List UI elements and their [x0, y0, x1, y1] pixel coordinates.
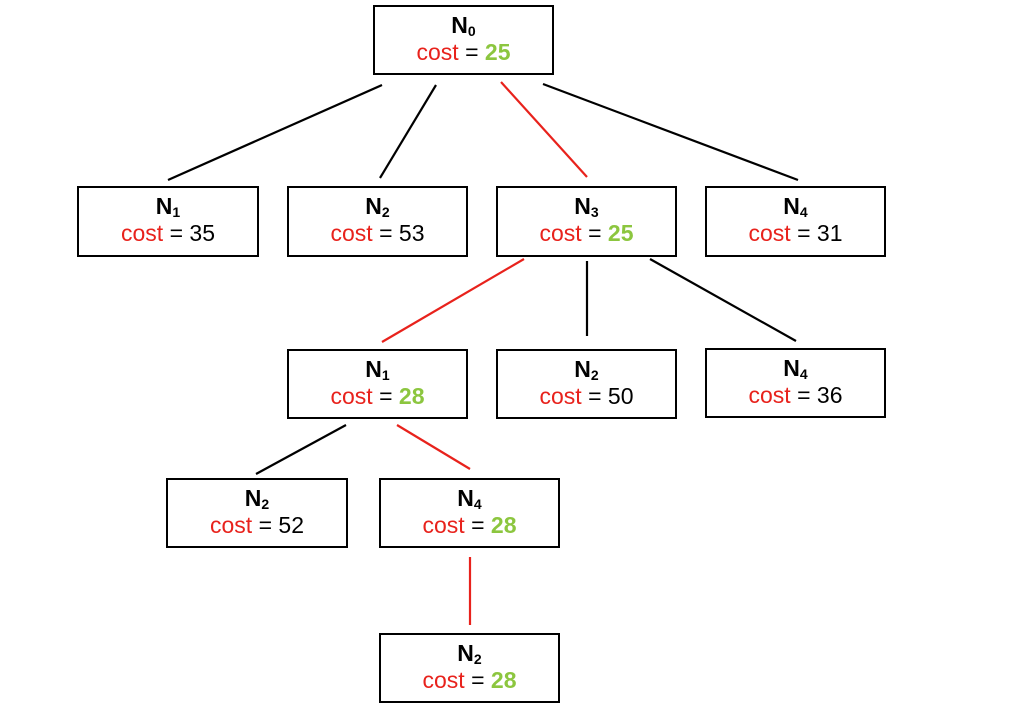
node-name: N2 — [244, 485, 270, 512]
cost-line: cost = 52 — [210, 512, 304, 538]
node-name: N4 — [783, 355, 808, 382]
cost-line: cost = 35 — [121, 220, 215, 246]
cost-value: 36 — [816, 382, 843, 408]
edge-n1-n4 — [396, 424, 471, 470]
node-l1-n3: N3 cost = 25 — [496, 186, 677, 257]
cost-line: cost = 50 — [539, 383, 634, 409]
node-l2-n2: N2 cost = 50 — [496, 349, 677, 419]
cost-value: 25 — [607, 220, 634, 246]
node-l1-n2: N2 cost = 53 — [287, 186, 468, 257]
edge-root-n2 — [379, 84, 437, 179]
cost-value: 28 — [398, 383, 425, 409]
node-name: N2 — [457, 640, 482, 667]
cost-value: 53 — [398, 220, 425, 246]
node-l3-n2: N2 cost = 52 — [166, 478, 348, 548]
cost-line: cost = 25 — [416, 39, 511, 65]
cost-line: cost = 25 — [539, 220, 634, 246]
node-name: N0 — [451, 12, 476, 39]
node-l2-n1: N1 cost = 28 — [287, 349, 468, 419]
cost-value: 50 — [607, 383, 634, 409]
node-name: N3 — [574, 193, 599, 220]
node-name: N2 — [574, 356, 599, 383]
node-name: N4 — [783, 193, 808, 220]
edge-root-n1 — [167, 83, 383, 182]
node-name: N4 — [457, 485, 482, 512]
cost-line: cost = 36 — [748, 382, 843, 408]
node-l3-n4: N4 cost = 28 — [379, 478, 560, 548]
node-name: N1 — [365, 356, 390, 383]
cost-value: 52 — [278, 512, 304, 538]
node-l4-n2: N2 cost = 28 — [379, 633, 560, 703]
edge-n3-n1 — [381, 258, 525, 343]
edge-root-n3 — [500, 81, 588, 178]
cost-line: cost = 28 — [330, 383, 425, 409]
edge-n3-n4 — [649, 258, 797, 342]
cost-line: cost = 28 — [422, 512, 517, 538]
edge-root-n4 — [542, 82, 799, 182]
cost-value: 31 — [816, 220, 843, 246]
node-name: N2 — [365, 193, 390, 220]
node-l1-n1: N1 cost = 35 — [77, 186, 259, 257]
edge-n1-n2 — [255, 424, 347, 475]
cost-line: cost = 31 — [748, 220, 843, 246]
cost-value: 25 — [484, 39, 511, 65]
cost-value: 35 — [189, 220, 215, 246]
node-l1-n4: N4 cost = 31 — [705, 186, 886, 257]
node-l2-n4: N4 cost = 36 — [705, 348, 886, 418]
node-name: N1 — [155, 193, 181, 220]
cost-value: 28 — [490, 512, 517, 538]
cost-value: 28 — [490, 667, 517, 693]
cost-line: cost = 53 — [330, 220, 425, 246]
node-root: N0 cost = 25 — [373, 5, 554, 75]
cost-line: cost = 28 — [422, 667, 517, 693]
